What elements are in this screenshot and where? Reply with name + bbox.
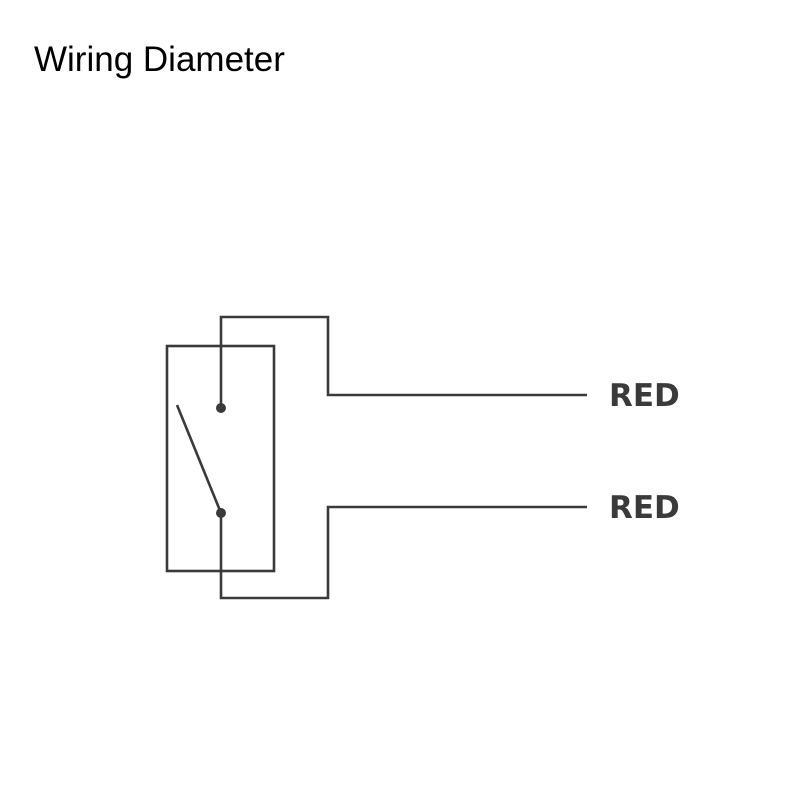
- lower-lead-wire: [219, 505, 587, 600]
- upper-lead-wire: [219, 315, 587, 408]
- lower-terminal: [216, 508, 226, 518]
- switch-contact-arm: [175, 404, 223, 514]
- upper-terminal: [216, 403, 226, 413]
- wire-label-upper: RED: [609, 378, 680, 414]
- page-title: Wiring Diameter: [34, 40, 285, 79]
- wire-label-lower: RED: [609, 490, 680, 526]
